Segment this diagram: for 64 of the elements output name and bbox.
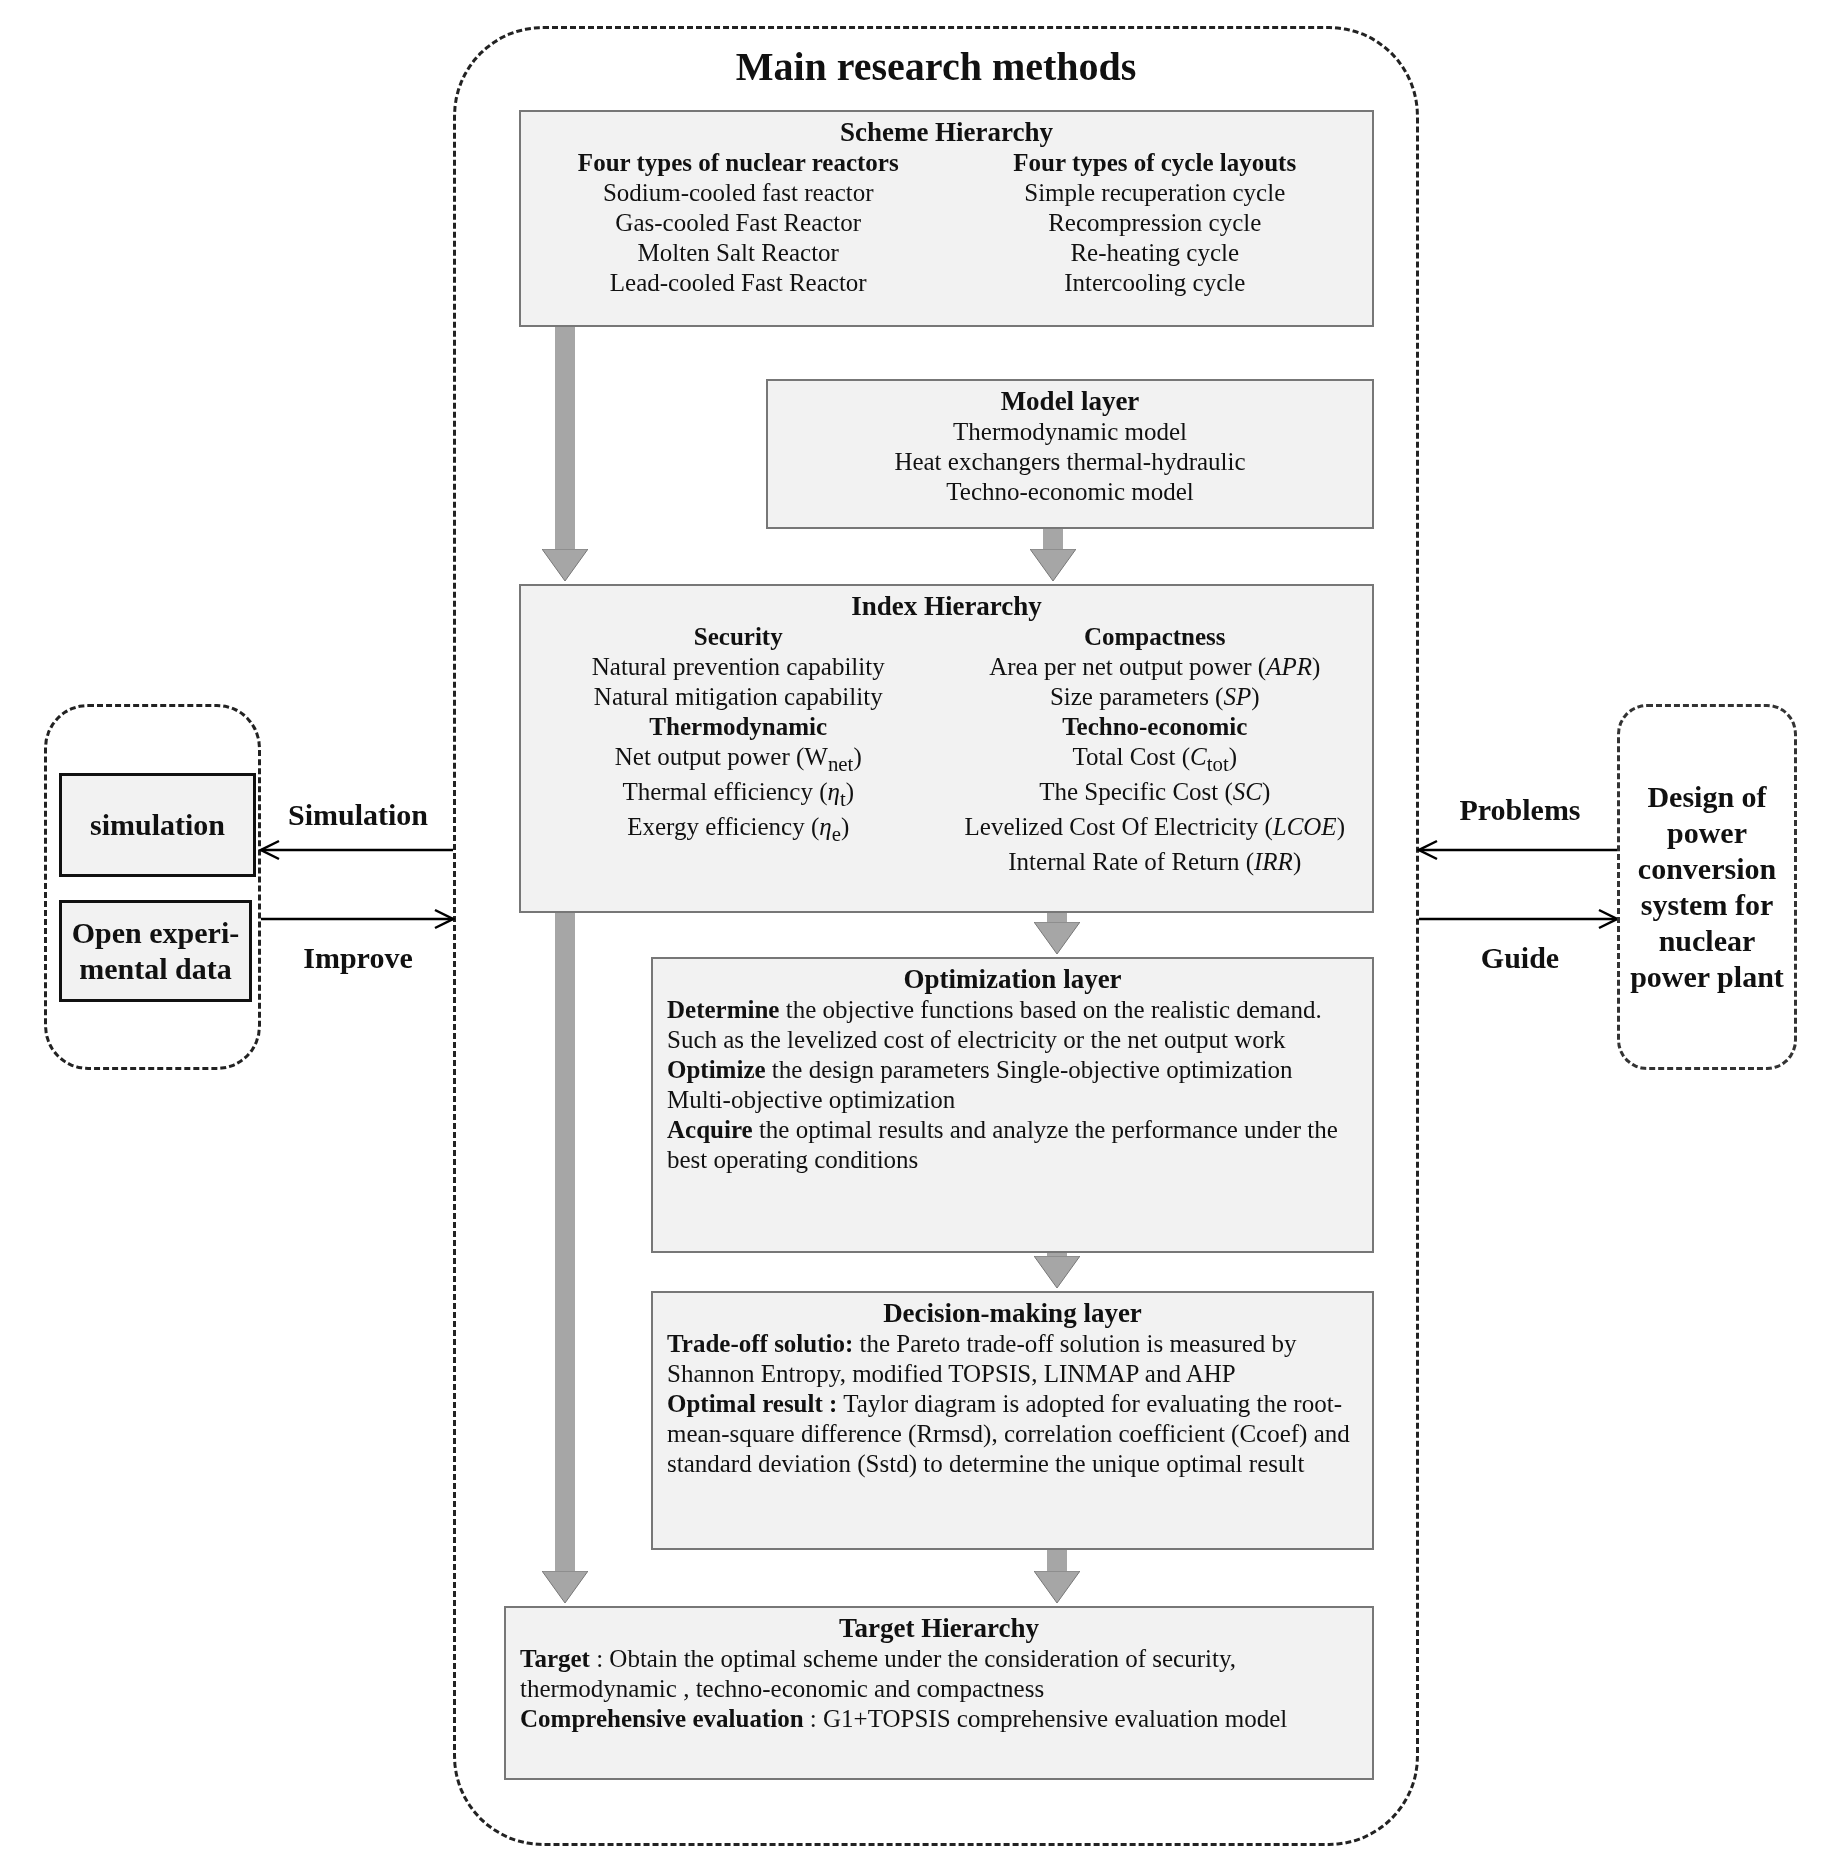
list-item: The Specific Cost (SC)	[1038, 777, 1272, 808]
box-label: Open experi- mental data	[70, 915, 241, 987]
list-item: Recompression cycle	[1047, 208, 1263, 239]
column-heading: Security	[692, 622, 784, 653]
block-arrow	[1033, 1250, 1081, 1289]
block-arrow	[1033, 910, 1081, 955]
arrow	[259, 839, 453, 861]
list-item: Sodium-cooled fast reactor	[601, 178, 875, 209]
block-arrow	[541, 324, 589, 582]
list-item: Size parameters (SP)	[1048, 682, 1261, 713]
process-box	[651, 1291, 1374, 1550]
block-arrow	[1029, 526, 1077, 582]
list-item: Exergy efficiency (η$_{e}$)	[626, 812, 851, 848]
list-item: Total Cost (C$_{tot}$)	[1071, 742, 1239, 778]
block-arrow	[1033, 1547, 1081, 1604]
box-label: Design of power conversion system for nuclear power plant	[1629, 779, 1785, 995]
column-heading: Four types of nuclear reactors	[576, 148, 900, 179]
process-box	[59, 900, 252, 1002]
process-box	[504, 1606, 1374, 1780]
column-heading: Compactness	[1082, 622, 1227, 653]
list-item: Intercooling cycle	[1063, 268, 1247, 299]
list-item: Lead-cooled Fast Reactor	[608, 268, 868, 299]
dashed-group-box	[453, 26, 1419, 1846]
column-heading: Techno-economic	[1061, 712, 1249, 743]
paragraph: Optimal result : Taylor diagram is adopted for evaluating the root-mean-square difference (Rrmsd), correlation coefficient (Ccoef) and standard deviation (Sstd) to determine the unique optimal result	[667, 1389, 1351, 1480]
dashed-box	[1617, 704, 1797, 1070]
box-title: Target Hierarchy	[838, 1612, 1040, 1645]
box-title: Optimization layer	[903, 963, 1122, 996]
list-item: Net output power (W$_{net}$)	[613, 742, 863, 778]
arrow	[1419, 908, 1619, 930]
list-item: Simple recuperation cycle	[1023, 178, 1287, 209]
column-heading: Four types of cycle layouts	[1012, 148, 1298, 179]
box-title: Scheme Hierarchy	[839, 116, 1054, 149]
process-box	[59, 773, 256, 877]
list-item: Gas-cooled Fast Reactor	[614, 208, 863, 239]
paragraph: Comprehensive evaluation : G1+TOPSIS comprehensive evaluation model	[520, 1704, 1289, 1735]
list-item: Thermal efficiency (η$_{t}$)	[621, 777, 855, 813]
process-box	[766, 379, 1374, 529]
block-arrow	[541, 910, 589, 1604]
list-item: Thermodynamic model	[953, 417, 1187, 448]
process-box	[519, 110, 1374, 327]
paragraph: Target : Obtain the optimal scheme under the consideration of security, thermodynamic , techno-economic and compactness	[520, 1644, 1237, 1705]
arrow	[261, 908, 455, 930]
list-item: Re-heating cycle	[1069, 238, 1241, 269]
process-box	[651, 957, 1374, 1253]
list-item: Levelized Cost Of Electricity (LCOE)	[963, 812, 1346, 843]
list-item: Area per net output power (APR)	[988, 652, 1322, 683]
box-label: simulation	[90, 807, 225, 843]
list-item: Molten Salt Reactor	[636, 238, 840, 269]
box-title: Index Hierarchy	[851, 590, 1042, 623]
group-title: Main research methods	[734, 43, 1138, 90]
list-item: Techno-economic model	[946, 477, 1194, 508]
paragraph: Acquire the optimal results and analyze the performance under the best operating conditions	[667, 1115, 1339, 1176]
list-item: Heat exchangers thermal-hydraulic	[894, 447, 1246, 478]
list-item: Internal Rate of Return (IRR)	[1007, 847, 1303, 878]
column-heading: Thermodynamic	[648, 712, 829, 743]
list-item: Natural mitigation capability	[592, 682, 884, 713]
list-item: Natural prevention capability	[590, 652, 886, 683]
box-title: Model layer	[1000, 385, 1140, 418]
process-box	[519, 584, 1374, 913]
dashed-group-box	[44, 704, 261, 1070]
paragraph: Trade-off solutio: the Pareto trade-off solution is measured by Shannon Entropy, modified TOPSIS, LINMAP and AHP	[667, 1329, 1298, 1390]
arrow	[1417, 839, 1617, 861]
box-title: Decision-making layer	[883, 1297, 1142, 1330]
